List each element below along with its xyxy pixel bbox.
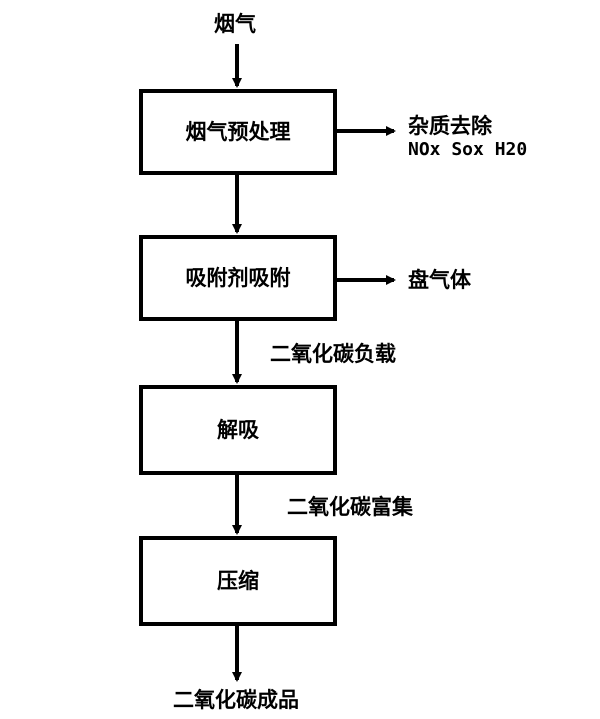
- co2-enriched-label: 二氧化碳富集: [287, 495, 413, 519]
- impurity-title: 杂质去除: [408, 114, 492, 138]
- box-adsorption: [139, 235, 337, 321]
- final-output-label: 二氧化碳成品: [173, 688, 299, 712]
- desorption-label: 解吸: [217, 418, 259, 442]
- compression-label: 压缩: [217, 569, 259, 593]
- tail-gas-label: 盘气体: [408, 268, 471, 292]
- co2-loaded-label: 二氧化碳负载: [270, 342, 396, 366]
- box-desorption: [139, 385, 337, 475]
- adsorption-label: 吸附剂吸附: [185, 266, 291, 290]
- input-label: 烟气: [214, 12, 256, 36]
- pretreatment-label: 烟气预处理: [185, 120, 291, 144]
- impurity-detail: NOx Sox H20: [408, 139, 528, 160]
- box-compression: [139, 536, 337, 626]
- box-pretreatment: [139, 89, 337, 175]
